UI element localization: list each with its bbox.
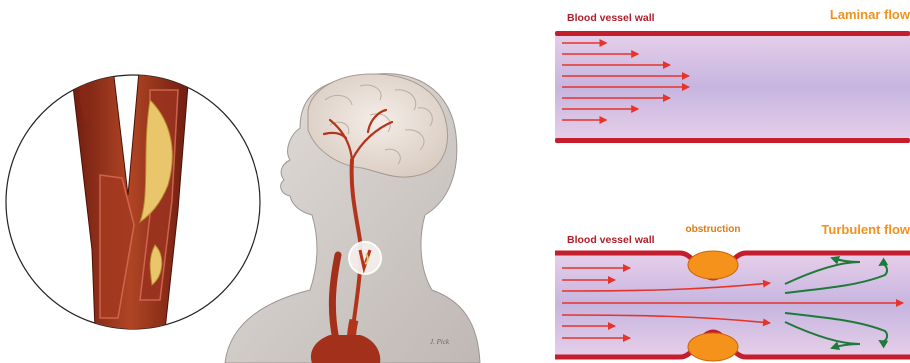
obstruction-plaque-bottom <box>688 333 738 361</box>
vessel-wall-label-top: Blood vessel wall <box>567 12 655 24</box>
turbulent-flow-label: Turbulent flow <box>821 222 910 237</box>
vessel-wall-label-bottom: Blood vessel wall <box>567 234 655 246</box>
laminar-flow-diagram: Blood vessel wall Laminar flow <box>555 7 910 143</box>
obstruction-plaque-top <box>688 251 738 279</box>
laminar-flow-label: Laminar flow <box>830 7 910 22</box>
vessel-wall-bottom <box>555 138 910 143</box>
turbulent-flow-diagram: Blood vessel wall obstruction Turbulent … <box>555 222 910 361</box>
head-profile-illustration: J. Pick <box>225 74 480 363</box>
obstruction-label: obstruction <box>686 224 741 235</box>
artist-signature: J. Pick <box>430 338 450 346</box>
vessel-wall-top <box>555 31 910 36</box>
magnified-artery-panel <box>6 60 260 330</box>
